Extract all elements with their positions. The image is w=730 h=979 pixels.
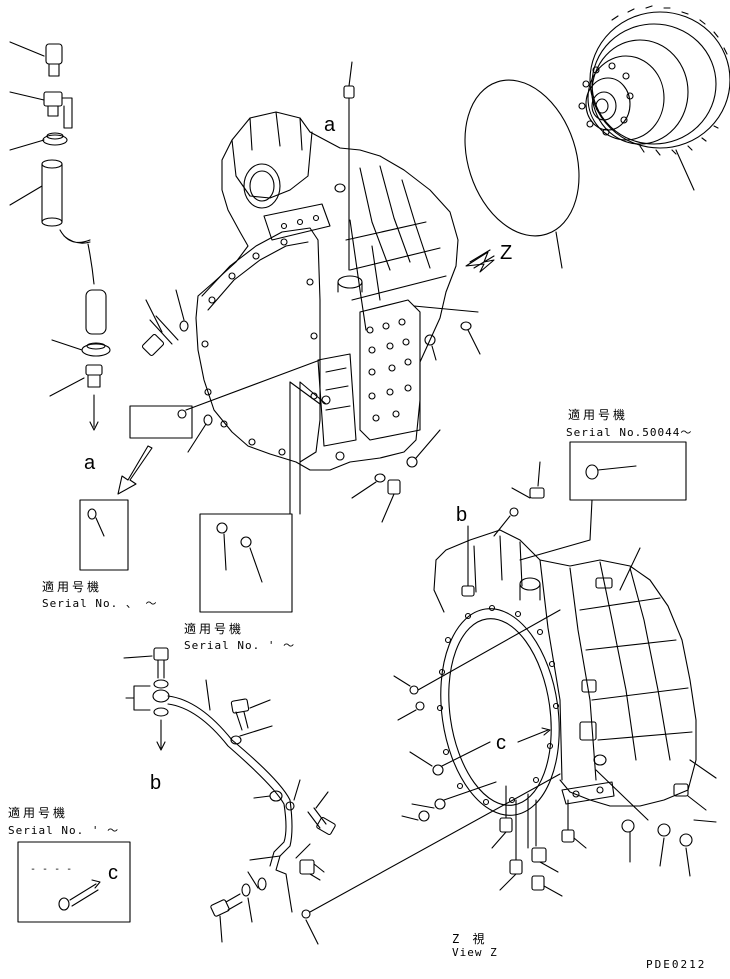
serial-box-2-jp: 適用号機 bbox=[184, 622, 245, 636]
detail-plate bbox=[129, 405, 193, 439]
callout-c-mid: c bbox=[496, 732, 506, 754]
serial-box-2 bbox=[199, 513, 293, 613]
serial-box-4 bbox=[17, 841, 131, 923]
callout-z: Z bbox=[500, 242, 513, 264]
callout-b-top: b bbox=[456, 504, 468, 526]
serial-box-1 bbox=[79, 499, 129, 571]
hose-assembly bbox=[9, 41, 111, 431]
hollow-arrow bbox=[117, 445, 153, 495]
bolts-upper bbox=[141, 289, 481, 523]
callout-a-top: a bbox=[324, 114, 336, 136]
serial-box-3-jp: 適用号機 bbox=[568, 408, 629, 422]
serial-box-3-serial: Serial No.50044〜 bbox=[566, 426, 693, 439]
view-z-arrow bbox=[465, 251, 495, 273]
torque-converter bbox=[578, 5, 730, 191]
callout-a-left: a bbox=[84, 452, 96, 474]
serial-box-1-serial: Serial No. 、 〜 bbox=[42, 597, 158, 610]
serial-box-2-serial: Serial No. ' 〜 bbox=[184, 639, 296, 652]
gasket-ring bbox=[464, 79, 580, 237]
transmission-case-upper bbox=[195, 61, 459, 471]
callout-c-box: c bbox=[108, 862, 118, 884]
view-z-en: View Z bbox=[452, 946, 498, 959]
callout-b-bottom: b bbox=[150, 772, 162, 794]
transmission-case-lower bbox=[301, 529, 717, 945]
serial-box-4-marks: - - - - bbox=[30, 864, 73, 875]
drawing-code: PDE0212 bbox=[646, 958, 707, 971]
serial-box-4-serial: Serial No. ' 〜 bbox=[8, 824, 120, 837]
pipe-assembly bbox=[123, 647, 336, 943]
serial-box-3 bbox=[569, 441, 687, 501]
serial-box-4-jp: 適用号機 bbox=[8, 806, 69, 820]
view-z-jp: Z 視 bbox=[452, 932, 488, 946]
serial-box-1-jp: 適用号機 bbox=[42, 580, 103, 594]
